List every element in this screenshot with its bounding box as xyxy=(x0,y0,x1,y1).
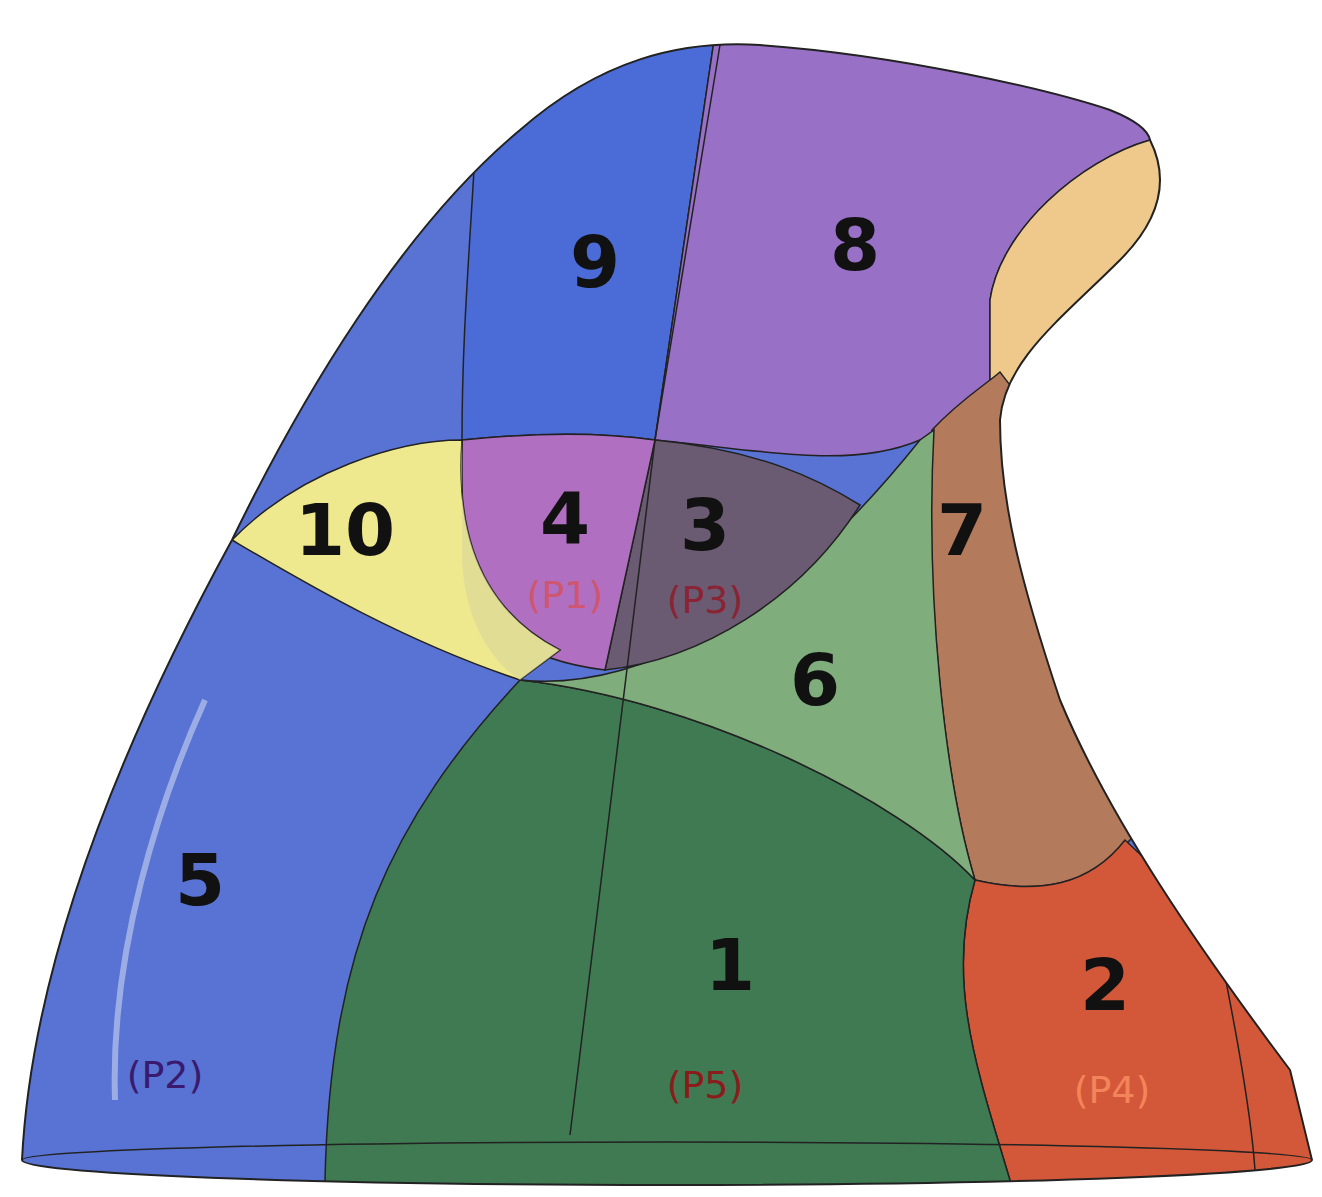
callout-number: 10 xyxy=(295,494,395,566)
callout-number: 5 xyxy=(175,844,225,916)
plate-label: (P2) xyxy=(127,1056,204,1094)
callout-number: 3 xyxy=(680,489,730,561)
segment-line xyxy=(1210,900,1255,1170)
segment-7 xyxy=(931,372,1250,887)
callout-number: 1 xyxy=(705,929,755,1001)
plate-label: (P4) xyxy=(1074,1071,1151,1109)
plate-label: (P5) xyxy=(667,1066,744,1104)
segment-10 xyxy=(232,440,560,680)
callout-number: 2 xyxy=(1080,949,1130,1021)
ring-overlap xyxy=(461,440,560,680)
plate-label: (P3) xyxy=(667,581,744,619)
callout-number: 8 xyxy=(830,209,880,281)
outer-outline xyxy=(22,44,1312,1185)
callout-number: 7 xyxy=(937,494,987,566)
callout-number: 9 xyxy=(570,226,620,298)
segment-2 xyxy=(963,840,1322,1197)
segment-8 xyxy=(655,0,1300,456)
callout-number: 6 xyxy=(790,644,840,716)
callout-number: 4 xyxy=(540,482,590,554)
base-rim xyxy=(22,1142,1312,1160)
plate-label: (P1) xyxy=(527,576,604,614)
